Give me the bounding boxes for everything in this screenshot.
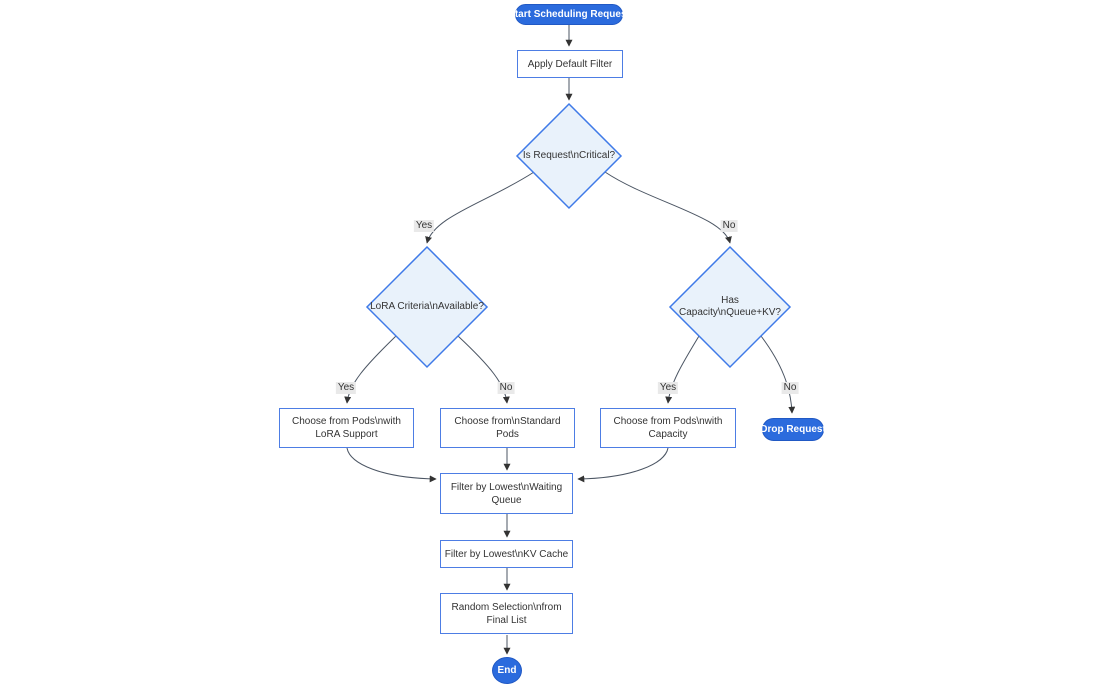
node-choose-standard-pods: Choose from\nStandard Pods [440, 408, 575, 448]
edge-label-capacity-yes: Yes [657, 382, 679, 394]
decision-has-capacity-shape [668, 245, 792, 369]
edge-capacity-yes [665, 335, 700, 404]
node-start: Start Scheduling Request [508, 4, 630, 25]
edge-label-critical-no: No [720, 220, 738, 232]
edge-lora-no [457, 335, 510, 404]
node-apply-default-filter: Apply Default Filter [517, 50, 623, 78]
decision-lora-criteria-shape [365, 245, 489, 369]
edge-label-capacity-no: No [781, 382, 799, 394]
edge-critical-yes [425, 171, 535, 244]
node-end: End [492, 657, 522, 684]
node-choose-capacity-pods: Choose from Pods\nwith Capacity [600, 408, 736, 448]
edge-label-lora-no: No [497, 382, 515, 394]
decision-is-critical-label: Is Request\nCritical? [522, 150, 616, 161]
decision-lora-criteria-label: LoRA Criteria\nAvailable? [370, 301, 484, 312]
edge-label-lora-yes: Yes [335, 382, 357, 394]
edge-lorapods-to-filterqueue [346, 447, 437, 483]
node-choose-lora-pods: Choose from Pods\nwith LoRA Support [279, 408, 414, 448]
node-filter-kv-cache: Filter by Lowest\nKV Cache [440, 540, 573, 568]
edge-capacitypods-to-filterqueue [577, 447, 669, 483]
edge-critical-no [604, 171, 732, 244]
decision-has-capacity-label: Has Capacity\nQueue+KV? [678, 295, 781, 318]
edge-capacity-no [760, 335, 796, 414]
edge-label-critical-yes: Yes [413, 220, 435, 232]
node-random-selection: Random Selection\nfrom Final List [440, 593, 573, 634]
decision-is-critical-shape [515, 102, 623, 210]
node-drop-request: Drop Request [760, 418, 826, 441]
edge-lora-yes [344, 335, 397, 404]
node-filter-waiting-queue: Filter by Lowest\nWaiting Queue [440, 473, 573, 514]
